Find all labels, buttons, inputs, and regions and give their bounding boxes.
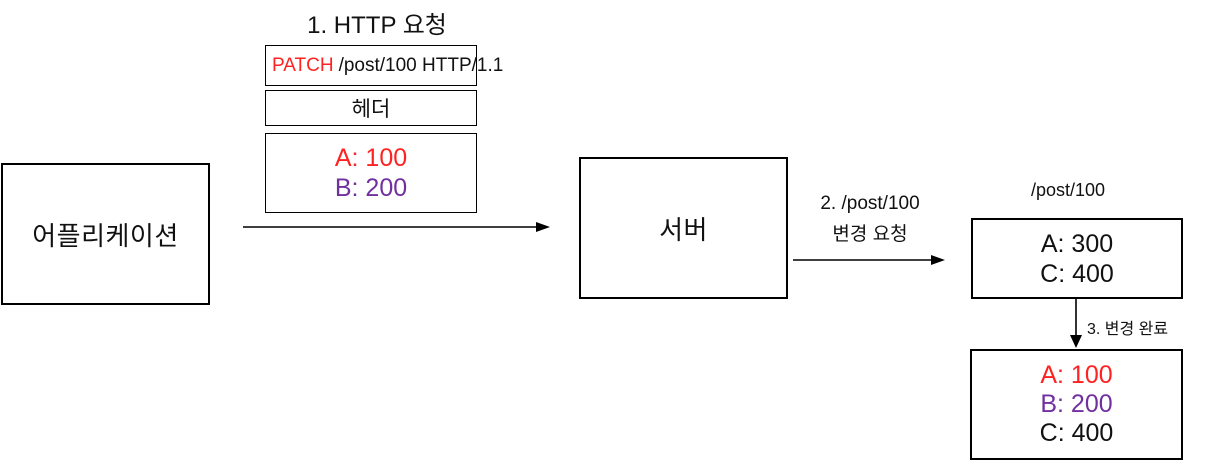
server-node: 서버 <box>579 157 788 299</box>
request-line-box: PATCH /post/100 HTTP/1.1 <box>265 45 503 86</box>
header-box: 헤더 <box>265 90 477 126</box>
body-line-b: B: 200 <box>334 174 408 202</box>
resource-path-label: /post/100 <box>1030 180 1106 200</box>
step2-label: 2. /post/100 변경 요청 <box>795 188 945 250</box>
step1-title: 1. HTTP 요청 <box>307 12 447 39</box>
step3-label: 3. 변경 완료 <box>1087 321 1169 338</box>
resource-before-box: A: 300 C: 400 <box>971 218 1183 299</box>
step2-line1: 2. /post/100 <box>820 193 920 214</box>
request-body-box: A: 100 B: 200 <box>265 133 477 213</box>
header-label: 헤더 <box>351 98 391 121</box>
result-line-b: B: 200 <box>1040 390 1113 418</box>
resource-line-a: A: 300 <box>1040 229 1114 258</box>
result-line-c: C: 400 <box>1039 419 1114 447</box>
application-label: 어플리케이션 <box>32 220 179 251</box>
arrow-right-app-to-server-icon <box>243 222 550 232</box>
resource-after-box: A: 100 B: 200 C: 400 <box>970 349 1183 460</box>
step2-line2: 변경 요청 <box>832 224 908 245</box>
request-target: /post/100 HTTP/1.1 <box>338 54 504 76</box>
request-method: PATCH <box>272 54 334 76</box>
application-node: 어플리케이션 <box>1 163 210 305</box>
body-line-a: A: 100 <box>334 144 408 172</box>
arrow-right-server-to-resource-icon <box>793 255 945 265</box>
server-label: 서버 <box>659 214 708 245</box>
resource-line-c: C: 400 <box>1040 259 1114 288</box>
arrow-down-resource-to-result-icon <box>1070 299 1082 348</box>
result-line-a: A: 100 <box>1040 361 1113 389</box>
